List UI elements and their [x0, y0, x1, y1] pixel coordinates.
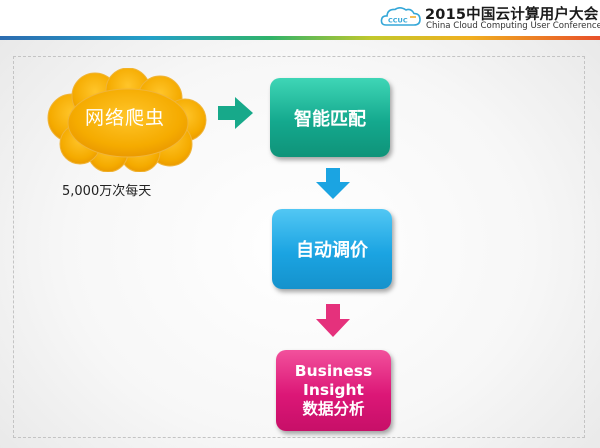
smart-matching-box: 智能匹配 — [270, 78, 390, 157]
cloud-shape-icon — [47, 68, 207, 172]
arrow-right-icon — [218, 97, 253, 129]
auto-pricing-box: 自动调价 — [272, 209, 392, 289]
conference-title: 2015中国云计算用户大会 — [425, 7, 599, 23]
header-color-bar — [0, 36, 600, 40]
logo-text: CCUC — [388, 17, 408, 25]
web-crawler-label: 网络爬虫 — [84, 107, 165, 129]
business-insight-line-2: Insight — [303, 381, 364, 399]
business-insight-line-3: 数据分析 — [302, 400, 365, 418]
arrow-down-icon — [316, 304, 350, 337]
content-frame — [13, 56, 585, 438]
business-insight-box: Business Insight 数据分析 — [276, 350, 391, 431]
auto-pricing-label: 自动调价 — [296, 240, 368, 261]
conference-subtitle: China Cloud Computing User Conference — [426, 21, 600, 31]
crawl-frequency-caption: 5,000万次每天 — [62, 184, 152, 199]
arrow-down-icon — [316, 168, 350, 199]
ccuc-logo-icon: CCUC — [380, 7, 421, 26]
header: CCUC 2015中国云计算用户大会 China Cloud Computing… — [0, 0, 600, 38]
business-insight-line-1: Business — [294, 362, 373, 380]
smart-matching-label: 智能匹配 — [294, 108, 366, 130]
